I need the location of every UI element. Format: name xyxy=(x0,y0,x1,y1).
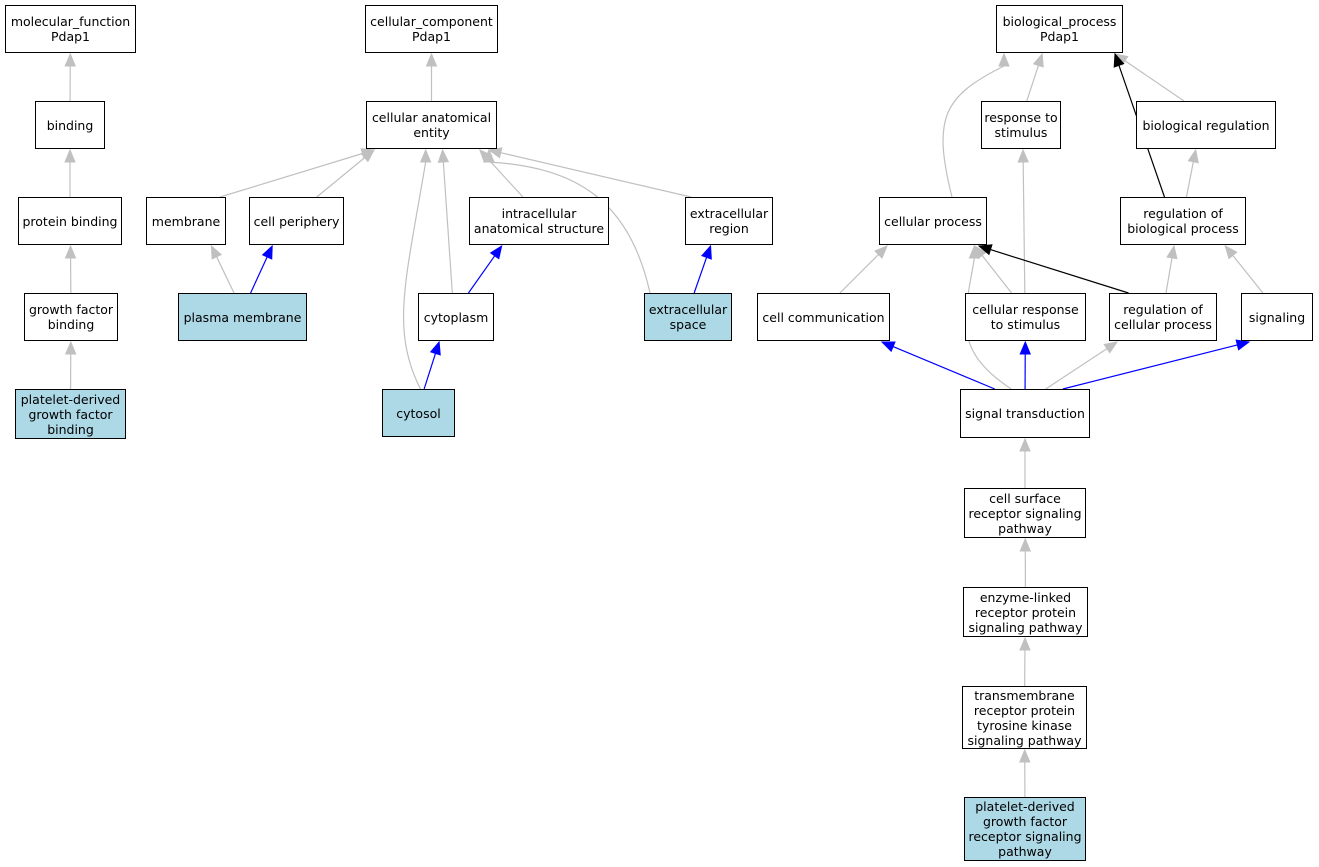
node-pdgf-binding[interactable]: platelet-derived growth factor binding xyxy=(15,389,126,439)
arrowhead-enzyme_linked_receptor-to-cell_surface_receptor_signaling xyxy=(1019,537,1032,552)
arrowhead-cell_surface_receptor_signaling-to-signal_transduction xyxy=(1019,437,1031,452)
arrowhead-binding-to-mf_root xyxy=(64,52,76,67)
arrowhead-regulation_of_cellular_process-to-cellular_process xyxy=(977,244,993,256)
node-regulation-of-biological-process[interactable]: regulation of biological process xyxy=(1120,197,1246,245)
edge-regulation_of_cellular_process-to-cellular_process xyxy=(990,249,1129,294)
node-cellular-component-root[interactable]: cellular_component Pdap1 xyxy=(365,5,498,53)
edge-signaling-to-regulation_of_biological_process xyxy=(1232,254,1264,294)
edge-signal_transduction-to-cell_communication xyxy=(892,346,996,390)
node-extracellular-region[interactable]: extracellular region xyxy=(685,197,773,245)
edge-signal_transduction-to-regulation_of_cellular_process xyxy=(1045,348,1108,390)
edge-regulation_of_biological_process-to-biological_regulation xyxy=(1185,161,1194,198)
arrowhead-cell_communication-to-cellular_process xyxy=(874,245,888,259)
node-binding[interactable]: binding xyxy=(35,101,105,149)
node-cell-surface-receptor-signaling-pathway[interactable]: cell surface receptor signaling pathway xyxy=(964,488,1086,538)
node-plasma-membrane[interactable]: plasma membrane xyxy=(178,293,307,341)
arrowhead-signal_transduction-to-cell_communication xyxy=(880,341,896,353)
node-extracellular-space[interactable]: extracellular space xyxy=(644,293,732,341)
edge-plasma_membrane-to-membrane xyxy=(216,256,235,294)
arrowhead-pdgf_binding-to-growth_factor_binding xyxy=(64,340,77,355)
edge-cellular_response_to_stimulus-to-cellular_process xyxy=(981,255,1013,294)
edge-response_to_stimulus-to-bp_root xyxy=(1026,65,1040,102)
edge-intracellular_anatomical_structure-to-cellular_anatomical_entity xyxy=(487,158,524,198)
node-signaling[interactable]: signaling xyxy=(1241,293,1313,341)
node-cytosol[interactable]: cytosol xyxy=(382,389,455,437)
arrowhead-cellular_response_to_stimulus-to-response_to_stimulus xyxy=(1017,148,1029,163)
arrowhead-cytosol-to-cytoplasm xyxy=(429,340,441,356)
arrowhead-signal_transduction-to-cellular_process xyxy=(968,244,981,259)
node-protein-binding[interactable]: protein binding xyxy=(18,197,122,245)
arrowhead-transmembrane_rtk-to-enzyme_linked_receptor xyxy=(1019,636,1031,651)
arrowhead-cellular_anatomical_entity-to-cc_root xyxy=(425,52,438,67)
arrowhead-extracellular_space-to-extracellular_region xyxy=(701,244,712,260)
node-growth-factor-binding[interactable]: growth factor binding xyxy=(24,293,118,341)
edge-plasma_membrane-to-cell_periphery xyxy=(250,256,268,294)
node-cell-communication[interactable]: cell communication xyxy=(757,293,890,341)
arrowhead-regulation_of_cellular_process-to-regulation_of_biological_process xyxy=(1166,244,1178,260)
edge-cytoplasm-to-intracellular_anatomical_structure xyxy=(467,255,496,294)
node-molecular-function-root[interactable]: molecular_function Pdap1 xyxy=(5,5,136,53)
edge-cellular_response_to_stimulus-to-response_to_stimulus xyxy=(1022,161,1026,294)
node-cytoplasm[interactable]: cytoplasm xyxy=(418,293,494,341)
arrowhead-cytoplasm-to-cellular_anatomical_entity xyxy=(437,148,450,163)
node-intracellular-anatomical-structure[interactable]: intracellular anatomical structure xyxy=(469,197,609,245)
node-cell-periphery[interactable]: cell periphery xyxy=(249,197,344,245)
node-enzyme-linked-receptor-protein-signaling-pathway[interactable]: enzyme-linked receptor protein signaling… xyxy=(963,587,1088,637)
arrowhead-cytoplasm-to-intracellular_anatomical_structure xyxy=(489,244,503,260)
node-membrane[interactable]: membrane xyxy=(146,197,226,245)
node-response-to-stimulus[interactable]: response to stimulus xyxy=(981,101,1061,149)
node-cellular-anatomical-entity[interactable]: cellular anatomical entity xyxy=(366,101,497,149)
arrowhead-pdgf_receptor_signaling-to-transmembrane_rtk xyxy=(1019,748,1031,763)
arrowhead-growth_factor_binding-to-protein_binding xyxy=(64,244,77,259)
edge-cellular_process-to-bp_root xyxy=(942,65,1005,198)
node-cellular-process[interactable]: cellular process xyxy=(879,197,987,245)
node-transmembrane-rtk-signaling-pathway[interactable]: transmembrane receptor protein tyrosine … xyxy=(962,686,1087,749)
node-cellular-response-to-stimulus[interactable]: cellular response to stimulus xyxy=(965,293,1086,341)
edge-cytosol-to-cellular_anatomical_entity xyxy=(403,161,427,390)
edge-regulation_of_cellular_process-to-regulation_of_biological_process xyxy=(1165,257,1173,294)
arrowhead-regulation_of_biological_process-to-biological_regulation xyxy=(1187,148,1199,164)
arrowhead-plasma_membrane-to-cell_periphery xyxy=(261,244,273,260)
node-biological-regulation[interactable]: biological regulation xyxy=(1136,101,1276,149)
edge-extracellular_region-to-cellular_anatomical_entity xyxy=(500,152,692,198)
arrowhead-cell_periphery-to-cellular_anatomical_entity xyxy=(360,149,376,163)
edge-signal_transduction-to-signaling xyxy=(1062,344,1238,390)
node-pdgf-receptor-signaling-pathway[interactable]: platelet-derived growth factor receptor … xyxy=(964,797,1086,861)
arrowhead-regulation_of_biological_process-to-bp_root xyxy=(1113,52,1125,68)
edge-cytoplasm-to-cellular_anatomical_entity xyxy=(442,161,453,294)
arrowhead-cytosol-to-cellular_anatomical_entity xyxy=(419,148,432,163)
edge-extracellular_space-to-cellular_anatomical_entity xyxy=(488,161,651,294)
arrowhead-signal_transduction-to-cellular_response_to_stimulus xyxy=(1019,340,1031,355)
arrowhead-signal_transduction-to-regulation_of_cellular_process xyxy=(1103,341,1119,354)
arrowhead-plasma_membrane-to-membrane xyxy=(210,244,223,260)
edge-membrane-to-cellular_anatomical_entity xyxy=(219,152,363,198)
edge-cytosol-to-cytoplasm xyxy=(423,353,437,390)
node-biological-process-root[interactable]: biological_process Pdap1 xyxy=(996,5,1123,53)
arrowhead-protein_binding-to-binding xyxy=(64,148,76,163)
arrowhead-signaling-to-regulation_of_biological_process xyxy=(1224,244,1238,260)
arrowhead-signal_transduction-to-signaling xyxy=(1235,339,1251,351)
edge-cell_periphery-to-cellular_anatomical_entity xyxy=(316,157,366,198)
node-regulation-of-cellular-process[interactable]: regulation of cellular process xyxy=(1109,293,1217,341)
edge-biological_regulation-to-bp_root xyxy=(1124,60,1185,102)
node-signal-transduction[interactable]: signal transduction xyxy=(960,389,1090,438)
arrowhead-extracellular_space-to-cellular_anatomical_entity xyxy=(483,148,495,163)
edge-extracellular_space-to-extracellular_region xyxy=(693,257,708,294)
arrowhead-response_to_stimulus-to-bp_root xyxy=(1032,52,1044,68)
arrowhead-cellular_process-to-bp_root xyxy=(998,52,1010,67)
edge-cell_communication-to-cellular_process xyxy=(839,254,879,294)
